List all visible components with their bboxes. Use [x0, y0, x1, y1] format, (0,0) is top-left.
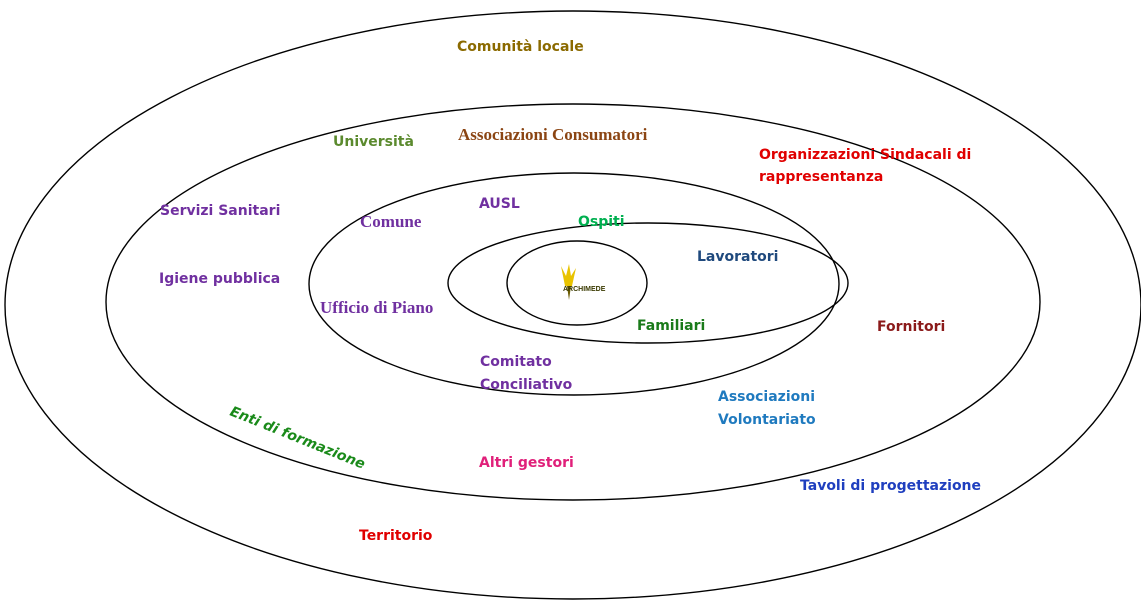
archimede-logo [561, 264, 576, 300]
label-altri-gestori: Altri gestori [479, 455, 574, 471]
label-comunita-locale: Comunità locale [457, 39, 584, 55]
logo-figure-icon [561, 264, 576, 286]
second-ring [105, 103, 1041, 501]
label-associazioni-line2: Volontariato [718, 412, 816, 428]
label-comitato-line2: Conciliativo [480, 377, 573, 393]
third-ring [308, 172, 840, 396]
label-universita: Università [333, 134, 414, 150]
label-tavoli-di-progettazione: Tavoli di progettazione [800, 478, 982, 494]
logo-text: ARCHIMEDE [563, 286, 606, 293]
label-territorio: Territorio [359, 528, 433, 544]
label-servizi-sanitari: Servizi Sanitari [160, 203, 281, 219]
label-comune: Comune [360, 212, 422, 231]
label-ospiti: Ospiti [578, 214, 625, 230]
label-ausl: AUSL [479, 196, 520, 212]
label-familiari: Familiari [637, 318, 706, 334]
label-comitato-line1: Comitato [480, 354, 552, 370]
core-ring [506, 240, 648, 326]
label-fornitori: Fornitori [877, 319, 946, 335]
fourth-ring [447, 222, 849, 344]
label-organizzazioni-sindacali-line1: Organizzazioni Sindacali di [759, 147, 972, 163]
label-lavoratori: Lavoratori [697, 249, 779, 265]
label-ufficio-di-piano: Ufficio di Piano [320, 298, 434, 317]
outer-ring [4, 10, 1141, 600]
label-associazioni-line1: Associazioni [718, 389, 815, 405]
label-igiene-pubblica: Igiene pubblica [159, 271, 281, 287]
label-organizzazioni-sindacali-line2: rappresentanza [759, 169, 884, 185]
label-associazioni-consumatori: Associazioni Consumatori [458, 125, 648, 144]
